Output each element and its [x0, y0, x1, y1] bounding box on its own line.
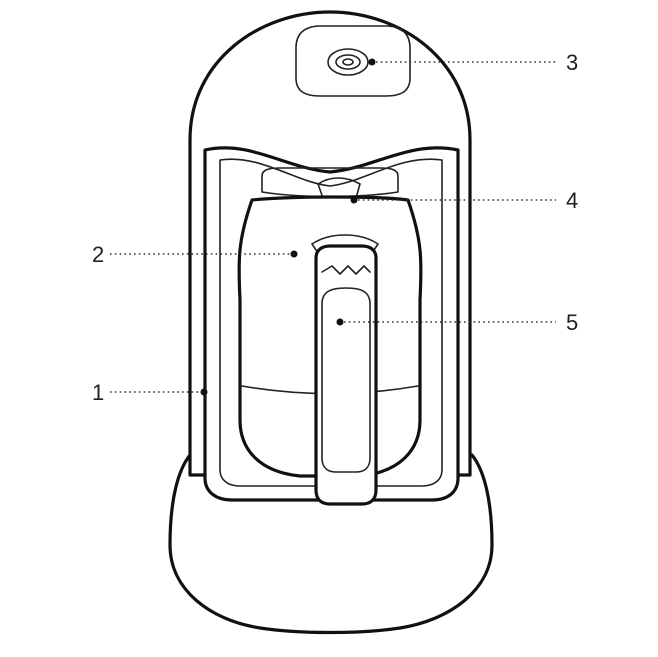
callout-label-4: 4: [566, 188, 578, 213]
pot-handle-ridges: [321, 265, 371, 275]
control-panel: [295, 25, 411, 97]
callout-1: [110, 388, 208, 396]
pot-handle-grip: [321, 287, 371, 473]
callout-3: [368, 58, 556, 66]
callout-2: [110, 250, 298, 258]
callout-label-5: 5: [566, 310, 578, 335]
front-opening-inner: [219, 158, 443, 487]
control-button: [327, 48, 369, 76]
callout-4: [350, 196, 556, 204]
callout-label-1: 1: [92, 380, 104, 405]
callout-label-3: 3: [566, 50, 578, 75]
pot-handle: [314, 244, 378, 506]
callout-label-2: 2: [92, 242, 104, 267]
callout-5: [336, 318, 556, 326]
